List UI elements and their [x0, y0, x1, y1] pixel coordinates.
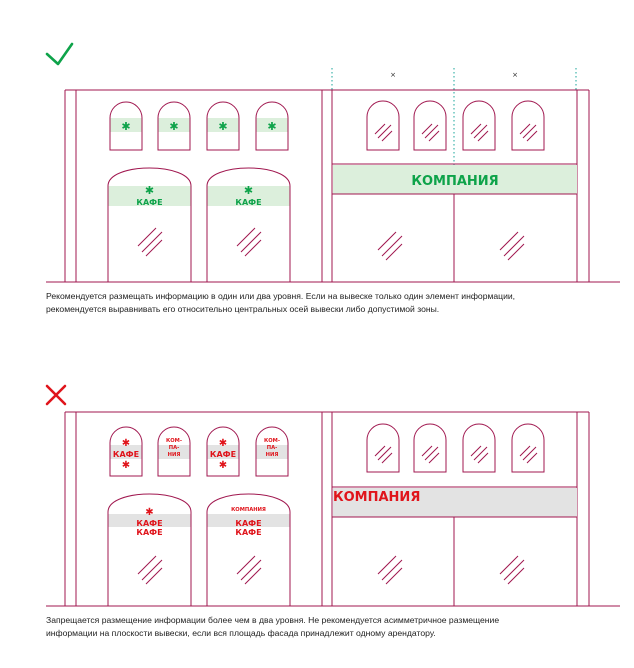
door-label: КАФЕ	[235, 519, 261, 528]
asterisk-icon: ✱	[169, 120, 178, 133]
caption-line: Запрещается размещение информации более …	[46, 615, 500, 625]
asterisk-icon: ✱	[244, 184, 253, 197]
good-facade-drawing: × × КОМПАНИЯ ✱ ✱ ✱	[45, 42, 620, 283]
window-hyphen-line: НИЯ	[266, 452, 279, 458]
left-upper-windows: ✱ КАФЕ ✱ КОМ- ПА- НИЯ ✱ КАФЕ ✱ КОМ- ПА- …	[109, 426, 289, 477]
good-caption: Рекомендуется размещать информацию в оди…	[46, 290, 616, 316]
caption-line: рекомендуется выравнивать его относитель…	[46, 304, 440, 314]
window-hyphen-line: КОМ-	[264, 438, 280, 444]
door-label: КАФЕ	[136, 528, 162, 537]
asterisk-icon: ✱	[218, 120, 227, 133]
asterisk-icon: ✱	[219, 460, 227, 471]
asterisk-icon: ✱	[145, 184, 154, 197]
right-lower-glass	[377, 555, 525, 585]
window-label: КАФЕ	[210, 450, 236, 459]
asterisk-icon: ✱	[122, 438, 130, 449]
left-doors: ✱ КАФЕ КАФЕ КОМПАНИЯ КАФЕ КАФЕ	[107, 493, 291, 606]
door-label: КАФЕ	[235, 528, 261, 537]
window-hyphen-line: ПА-	[267, 445, 278, 451]
right-upper-windows	[366, 100, 545, 151]
sign-label: КОМПАНИЯ	[411, 174, 498, 189]
caption-line: Рекомендуется размещать информацию в оди…	[46, 291, 516, 301]
sign-band	[333, 165, 577, 194]
window-label: КАФЕ	[113, 450, 139, 459]
asterisk-icon: ✱	[219, 438, 227, 449]
bad-facade-drawing: КОМПАНИЯ ✱ КАФЕ ✱ КОМ- ПА- НИЯ ✱ КАФЕ ✱	[45, 384, 620, 607]
check-mark-icon	[45, 42, 74, 66]
guide-lines	[331, 68, 577, 180]
left-doors: ✱ КАФЕ ✱ КАФЕ	[107, 167, 291, 282]
asterisk-icon: ✱	[145, 507, 153, 518]
bad-caption: Запрещается размещение информации более …	[46, 614, 616, 640]
right-upper-windows	[366, 423, 545, 473]
caption-line: информации на плоскости вывески, если вс…	[46, 628, 436, 638]
window-hyphen-line: НИЯ	[168, 452, 181, 458]
sign-label: КОМПАНИЯ	[333, 490, 420, 505]
door-small-label: КОМПАНИЯ	[231, 507, 266, 513]
door-label: КАФЕ	[136, 198, 162, 207]
window-hyphen-line: ПА-	[169, 445, 180, 451]
cross-mark-icon	[45, 384, 67, 406]
asterisk-icon: ✱	[122, 460, 130, 471]
dimension-mark: ×	[390, 71, 396, 79]
window-hyphen-line: КОМ-	[166, 438, 182, 444]
door-label: КАФЕ	[136, 519, 162, 528]
right-lower-glass	[377, 231, 525, 261]
door-label: КАФЕ	[235, 198, 261, 207]
asterisk-icon: ✱	[121, 120, 130, 133]
sign-band	[333, 488, 577, 517]
dimension-mark: ×	[512, 71, 518, 79]
asterisk-icon: ✱	[267, 120, 276, 133]
left-upper-windows: ✱ ✱ ✱ ✱	[109, 101, 289, 151]
